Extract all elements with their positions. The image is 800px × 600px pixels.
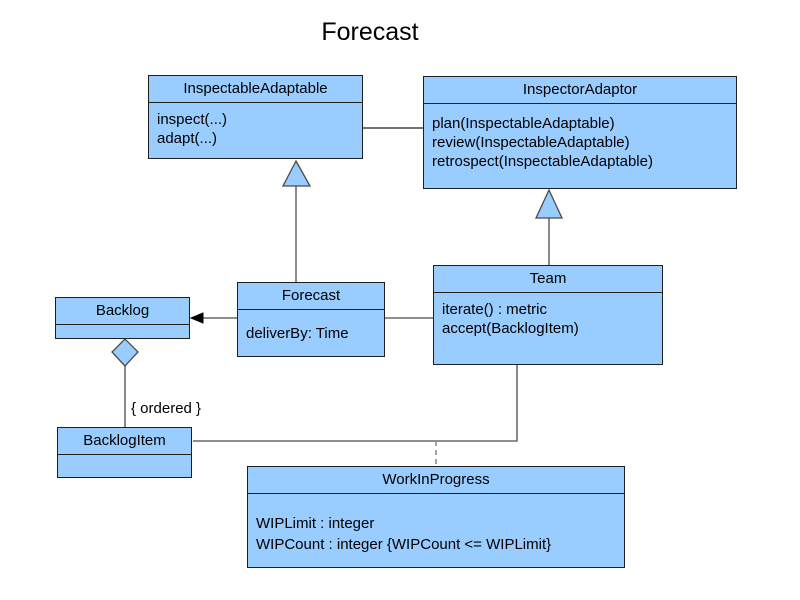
diagram-title: Forecast (321, 18, 419, 46)
class-name: Forecast (238, 283, 384, 310)
class-members (56, 325, 189, 332)
class-name: BacklogItem (58, 428, 191, 455)
class-inspectable-adaptable[interactable]: InspectableAdaptable inspect(...) adapt(… (148, 75, 363, 159)
class-name: InspectorAdaptor (424, 77, 736, 104)
class-members: deliverBy: Time (238, 310, 384, 343)
class-inspector-adaptor[interactable]: InspectorAdaptor plan(InspectableAdaptab… (423, 76, 737, 189)
association-team-backlogitem (193, 365, 518, 442)
class-members (58, 455, 191, 462)
class-member: inspect(...) (157, 111, 228, 128)
class-forecast[interactable]: Forecast deliverBy: Time (237, 282, 385, 357)
class-member: deliverBy: Time (246, 325, 349, 342)
class-name: WorkInProgress (248, 467, 624, 494)
arrowhead-icon (189, 312, 204, 324)
class-member: adapt(...) (157, 130, 218, 147)
class-member: retrospect(InspectableAdaptable) (432, 153, 653, 170)
class-member: review(InspectableAdaptable) (432, 134, 630, 151)
class-members: inspect(...) adapt(...) (149, 103, 362, 148)
class-members: WIPLimit : integer WIPCount : integer {W… (248, 494, 624, 555)
class-member: WIPCount : integer {WIPCount <= WIPLimit… (256, 536, 552, 553)
ordered-constraint-label: { ordered } (131, 400, 202, 417)
class-name: Backlog (56, 298, 189, 325)
class-members: iterate() : metric accept(BacklogItem) (434, 293, 662, 338)
class-team[interactable]: Team iterate() : metric accept(BacklogIt… (433, 265, 663, 365)
class-backlog-item[interactable]: BacklogItem (57, 427, 192, 478)
aggregation-diamond-icon (111, 338, 139, 367)
class-name: Team (434, 266, 662, 293)
class-backlog[interactable]: Backlog (55, 297, 190, 339)
class-members: plan(InspectableAdaptable) review(Inspec… (424, 104, 736, 171)
generalization-triangle-icon (281, 159, 312, 187)
class-member: plan(InspectableAdaptable) (432, 115, 615, 132)
class-member: iterate() : metric (442, 301, 548, 318)
class-member: WIPLimit : integer (256, 515, 375, 532)
class-work-in-progress[interactable]: WorkInProgress WIPLimit : integer WIPCou… (247, 466, 625, 568)
class-name: InspectableAdaptable (149, 76, 362, 103)
generalization-triangle-icon (534, 188, 564, 219)
class-member: accept(BacklogItem) (442, 320, 579, 337)
